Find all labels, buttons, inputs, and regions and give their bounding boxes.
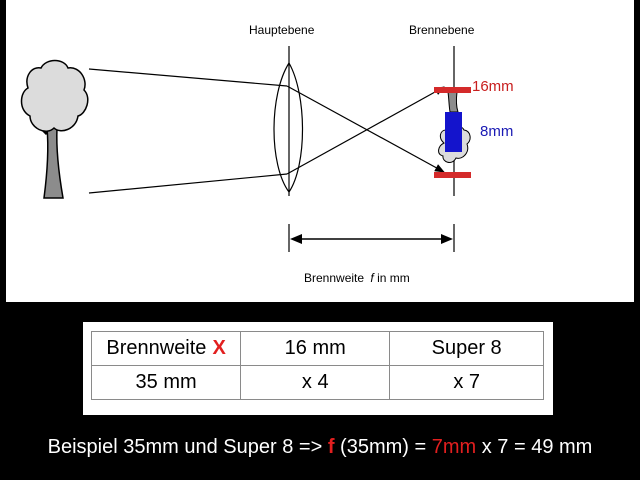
- ray-lower-out: [286, 86, 445, 175]
- header-focal-length: Brennweite: [106, 337, 207, 359]
- focal-length-label: Brennweite f in mm: [304, 271, 410, 285]
- focal-symbol: f: [370, 271, 374, 285]
- table-cell: Super 8: [389, 331, 544, 366]
- formula-suffix: x 7 = 49 mm: [481, 436, 593, 458]
- header-super8: Super 8: [431, 337, 502, 359]
- focal-plane-label: Brennebene: [409, 23, 475, 37]
- formula-prefix: Beispiel 35mm und Super 8 =>: [47, 436, 323, 458]
- row-factor-super8: x 7: [453, 371, 480, 393]
- row-factor-16mm: x 4: [301, 371, 329, 393]
- ray-upper-in: [88, 68, 288, 87]
- frame-16mm-top-bar: [434, 87, 471, 93]
- principal-plane-label: Hauptebene: [249, 23, 315, 37]
- formula-f-symbol: f: [327, 436, 335, 458]
- table-cell: x 4: [240, 365, 391, 400]
- formula-red-value: 7mm: [431, 436, 477, 458]
- row-35mm: 35 mm: [135, 371, 197, 393]
- frame-16mm-bottom-bar: [434, 172, 471, 178]
- example-formula: Beispiel 35mm und Super 8 => f (35mm) = …: [0, 436, 640, 459]
- tree-object-icon: [20, 59, 89, 199]
- focal-unit: in mm: [377, 271, 410, 285]
- focal-length-word: Brennweite: [304, 271, 365, 285]
- table-row: 35 mm x 4 x 7: [90, 365, 544, 400]
- diagram-panel: Hauptebene Brennebene 16mm 8mm Brennweit…: [6, 0, 634, 302]
- optics-diagram: [20, 46, 471, 252]
- frame-8mm-rect: [445, 112, 462, 152]
- header-16mm: 16 mm: [284, 337, 346, 359]
- lens-shape: [273, 61, 304, 194]
- table-cell: x 7: [389, 365, 544, 400]
- multiply-x-mark: X: [212, 337, 226, 359]
- table-cell: 16 mm: [240, 331, 391, 366]
- ray-upper-out: [286, 85, 445, 173]
- size-8mm-label: 8mm: [480, 123, 514, 140]
- formula-middle: (35mm) =: [340, 436, 427, 458]
- table-cell: 35 mm: [90, 365, 242, 400]
- ray-lower-in: [88, 173, 288, 194]
- size-16mm-label: 16mm: [472, 78, 514, 95]
